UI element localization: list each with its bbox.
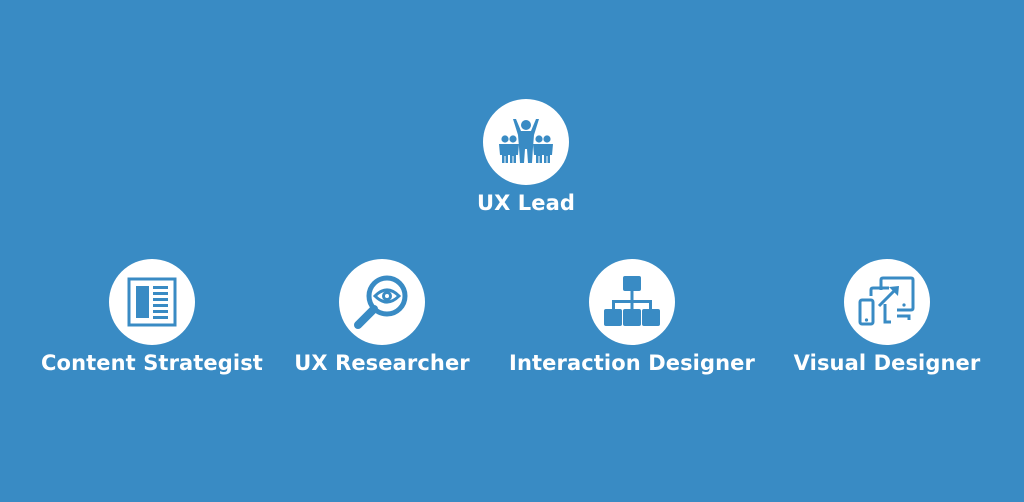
node-ux-lead: UX Lead [396,99,656,216]
content-layout-icon [127,277,177,327]
node-label: Interaction Designer [509,351,755,375]
sitemap-hierarchy-icon [604,276,660,326]
node-circle [844,259,930,345]
node-interaction-designer: Interaction Designer [502,259,762,376]
node-circle [589,259,675,345]
node-label: Content Strategist [41,351,263,375]
node-circle [109,259,195,345]
node-label: UX Lead [476,191,576,215]
responsive-devices-icon [858,276,915,326]
magnifier-eye-icon [354,275,408,329]
node-circle [483,99,569,185]
node-content-strategist: Content Strategist [22,259,282,376]
node-circle [339,259,425,345]
node-label: Visual Designer [793,351,981,375]
node-label: UX Researcher [294,351,470,375]
node-visual-designer: Visual Designer [757,259,1017,376]
team-people-icon [499,119,553,163]
node-ux-researcher: UX Researcher [252,259,512,376]
